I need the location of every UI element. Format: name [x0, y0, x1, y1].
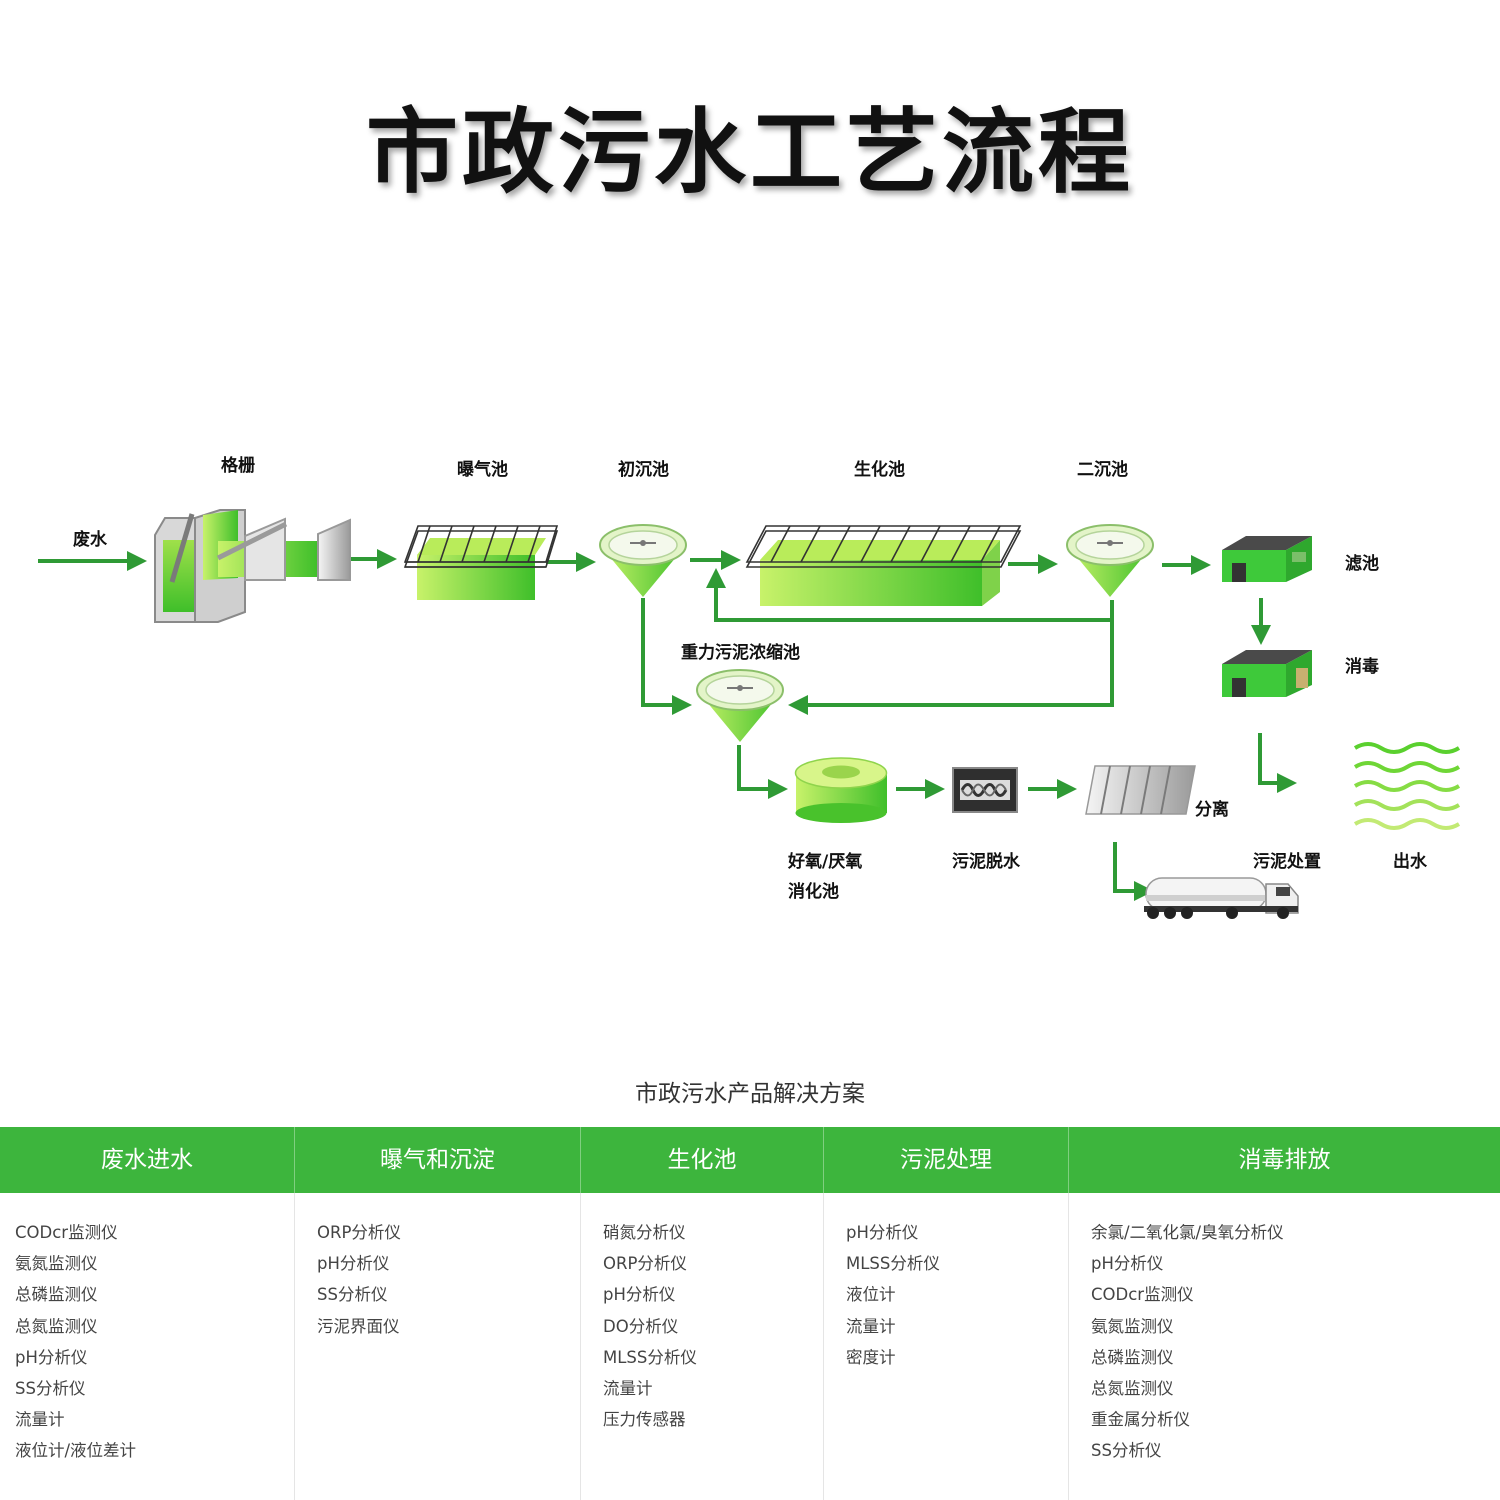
- label-separate: 分离: [1195, 799, 1229, 820]
- list-item[interactable]: MLSS分析仪: [603, 1347, 697, 1367]
- label-secondary: 二沉池: [1077, 459, 1128, 480]
- list-item[interactable]: ORP分析仪: [603, 1254, 687, 1274]
- label-digester-line2: 消化池: [788, 881, 839, 902]
- label-outflow: 出水: [1393, 851, 1428, 872]
- column-disinfection-discharge: 余氯/二氧化氯/臭氧分析仪 pH分析仪 CODcr监测仪 氨氮监测仪 总磷监测仪…: [1069, 1193, 1500, 1500]
- list-item[interactable]: CODcr监测仪: [15, 1223, 118, 1242]
- list-item[interactable]: 总氮监测仪: [15, 1316, 98, 1336]
- label-grille: 格栅: [221, 455, 255, 476]
- solutions-subtitle: 市政污水产品解决方案: [635, 1081, 865, 1107]
- outflow-water-icon: [1353, 742, 1461, 830]
- label-filter: 滤池: [1345, 553, 1379, 574]
- list-item[interactable]: 液位计/液位差计: [15, 1441, 137, 1461]
- list-item[interactable]: 重金属分析仪: [1091, 1410, 1190, 1430]
- process-flow-diagram: 废水 格栅 曝气池 初沉池 生化池 二沉池 滤池 消毒 重力污泥浓缩池 好氧/厌…: [38, 455, 1461, 919]
- list-item[interactable]: 压力传感器: [603, 1410, 686, 1430]
- label-aeration: 曝气池: [457, 459, 508, 480]
- label-dewater: 污泥脱水: [952, 851, 1021, 872]
- list-item[interactable]: SS分析仪: [1091, 1441, 1162, 1461]
- list-item[interactable]: DO分析仪: [603, 1316, 679, 1336]
- filter-building-icon: [1222, 536, 1312, 582]
- header-aeration-sedimentation: 曝气和沉淀: [295, 1127, 581, 1193]
- separator-icon: [1085, 765, 1196, 815]
- column-wastewater-inflow: CODcr监测仪 氨氮监测仪 总磷监测仪 总氮监测仪 pH分析仪 SS分析仪 流…: [0, 1193, 295, 1500]
- arrow-return-sludge: [706, 568, 1114, 622]
- label-wastewater: 废水: [73, 529, 108, 550]
- list-item[interactable]: 氨氮监测仪: [15, 1254, 98, 1274]
- label-disinfect: 消毒: [1345, 656, 1379, 677]
- list-item[interactable]: 流量计: [603, 1379, 653, 1399]
- list-item[interactable]: pH分析仪: [603, 1285, 676, 1305]
- tanker-truck-icon: [1144, 877, 1299, 919]
- list-item[interactable]: 余氯/二氧化氯/臭氧分析仪: [1091, 1223, 1284, 1242]
- list-item[interactable]: 总氮监测仪: [1091, 1379, 1174, 1399]
- list-item[interactable]: SS分析仪: [15, 1379, 86, 1399]
- label-biochem: 生化池: [854, 459, 905, 480]
- list-item[interactable]: pH分析仪: [1091, 1254, 1164, 1274]
- list-item[interactable]: 流量计: [15, 1410, 65, 1430]
- label-thickener: 重力污泥浓缩池: [681, 642, 800, 663]
- list-item[interactable]: 氨氮监测仪: [1091, 1316, 1174, 1336]
- table-header-row: 废水进水 曝气和沉淀 生化池 污泥处理 消毒排放: [0, 1127, 1500, 1193]
- list-item[interactable]: MLSS分析仪: [846, 1254, 940, 1274]
- list-item[interactable]: pH分析仪: [846, 1223, 919, 1242]
- list-item[interactable]: 硝氮分析仪: [603, 1223, 686, 1242]
- arrow-disinfect-outflow: [1258, 733, 1297, 793]
- list-item[interactable]: pH分析仪: [15, 1347, 88, 1367]
- flow-arrows: [38, 549, 1297, 901]
- biochemical-tank-icon: [745, 525, 1022, 606]
- label-primary: 初沉池: [618, 459, 669, 480]
- disinfection-building-icon: [1222, 650, 1312, 697]
- grille-icon: [154, 509, 351, 623]
- list-item[interactable]: 密度计: [846, 1347, 896, 1367]
- arrow-thickener-digester: [737, 745, 788, 799]
- primary-clarifier-icon: [599, 524, 687, 597]
- list-item[interactable]: 流量计: [846, 1316, 896, 1336]
- list-item[interactable]: 总磷监测仪: [1091, 1347, 1174, 1367]
- digester-tank-icon: [794, 757, 888, 823]
- column-sludge-treatment: pH分析仪 MLSS分析仪 液位计 流量计 密度计: [824, 1193, 1069, 1500]
- list-item[interactable]: SS分析仪: [317, 1285, 388, 1305]
- arrow-secondary-thickener: [788, 620, 1114, 715]
- list-item[interactable]: ORP分析仪: [317, 1223, 401, 1242]
- page-title: 市政污水工艺流程: [365, 98, 1134, 206]
- aeration-tank-icon: [403, 525, 559, 600]
- table-body: CODcr监测仪 氨氮监测仪 总磷监测仪 总氮监测仪 pH分析仪 SS分析仪 流…: [0, 1193, 1500, 1500]
- header-disinfection-discharge: 消毒排放: [1238, 1147, 1331, 1173]
- header-wastewater-inflow: 废水进水: [0, 1127, 295, 1193]
- list-item[interactable]: 总磷监测仪: [15, 1285, 98, 1305]
- solutions-table: 废水进水 曝气和沉淀 生化池 污泥处理 消毒排放 CODcr监测仪 氨氮监测仪 …: [0, 1127, 1500, 1500]
- arrow-primary-thickener: [641, 598, 692, 715]
- sludge-dewatering-machine-icon: [952, 767, 1018, 813]
- list-item[interactable]: CODcr监测仪: [1091, 1285, 1194, 1305]
- column-biochemical-tank: 硝氮分析仪 ORP分析仪 pH分析仪 DO分析仪 MLSS分析仪 流量计 压力传…: [581, 1193, 824, 1500]
- list-item[interactable]: pH分析仪: [317, 1254, 390, 1274]
- arrow-separate-disposal: [1113, 842, 1154, 901]
- list-item[interactable]: 污泥界面仪: [317, 1316, 400, 1336]
- header-sludge-treatment: 污泥处理: [824, 1127, 1069, 1193]
- label-disposal: 污泥处置: [1253, 851, 1321, 872]
- header-biochemical-tank: 生化池: [581, 1127, 824, 1193]
- secondary-clarifier-icon: [1066, 524, 1154, 597]
- label-digester-line1: 好氧/厌氧: [787, 851, 862, 872]
- column-aeration-sedimentation: ORP分析仪 pH分析仪 SS分析仪 污泥界面仪: [295, 1193, 581, 1500]
- gravity-thickener-icon: [696, 669, 784, 742]
- list-item[interactable]: 液位计: [846, 1285, 896, 1305]
